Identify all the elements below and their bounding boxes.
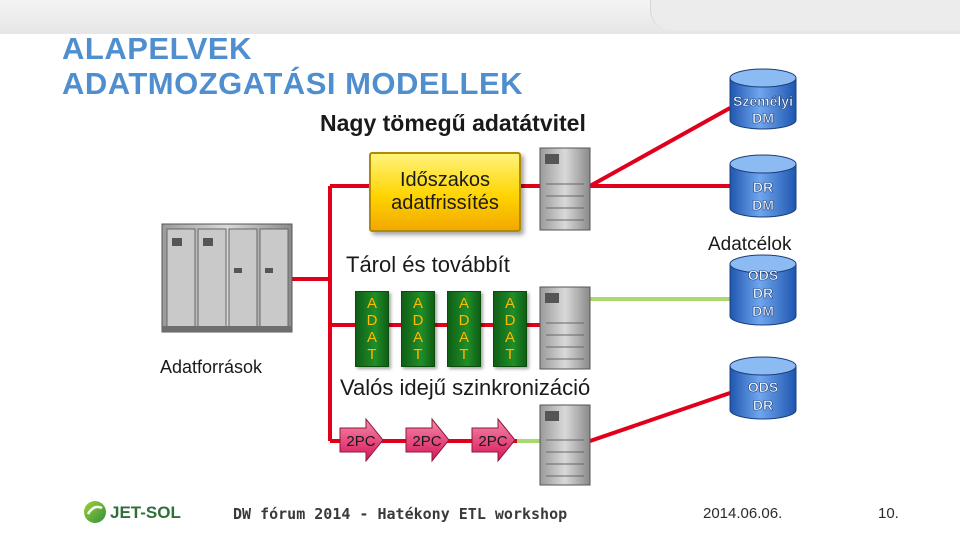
adat-letter: T [367, 346, 377, 363]
adat-block: A D A T [493, 291, 527, 367]
diagram-subtitle: Nagy tömegű adatátvitel [320, 110, 586, 136]
server-icon-store-forward [539, 286, 591, 370]
adat-letter: D [504, 312, 516, 329]
title-line-1: ALAPELVEK [62, 31, 252, 66]
periodic-label-line-2: adatfrissítés [391, 192, 499, 214]
target-label: DR [753, 285, 773, 301]
adat-block: A D A T [355, 291, 389, 367]
target-link-ods-dr [589, 391, 731, 443]
server-icon-realtime [539, 404, 591, 486]
adat-letter: T [413, 346, 423, 363]
adat-letter: T [505, 346, 515, 363]
target-label: Személyi [733, 93, 793, 109]
database-icon-dr-dm: DR DM [729, 154, 797, 218]
database-icon-ods-dr-dm: ODS DR DM [729, 254, 797, 326]
periodic-refresh-box: Időszakos adatfrissítés [369, 152, 521, 232]
database-icon-personal-dm: Személyi DM [729, 68, 797, 130]
target-link-personal [589, 106, 731, 188]
footer-page-number: 10. [878, 505, 899, 522]
adat-letter: A [504, 295, 515, 312]
source-server-icon [161, 223, 293, 333]
adat-block: A D A T [447, 291, 481, 367]
sources-label: Adatforrások [160, 357, 263, 377]
adat-letter: A [412, 329, 423, 346]
twopc-arrow: 2PC [339, 417, 384, 463]
targets-label: Adatcélok [708, 234, 792, 255]
jet-sol-logo [84, 501, 106, 523]
adat-letter: T [459, 346, 469, 363]
store-forward-label: Tárol és továbbít [346, 252, 510, 277]
green-connectors [517, 297, 730, 443]
adat-block: A D A T [401, 291, 435, 367]
twopc-arrow: 2PC [405, 417, 450, 463]
top-banner-tab [650, 0, 960, 30]
target-label: DM [752, 303, 774, 319]
realtime-sync-label: Valós idejű szinkronizáció [340, 375, 591, 400]
target-label: DM [752, 197, 774, 213]
adat-letter: A [504, 329, 515, 346]
title-line-2: ADATMOZGATÁSI MODELLEK [62, 66, 524, 101]
adat-letter: D [458, 312, 470, 329]
twopc-arrow: 2PC [471, 417, 516, 463]
target-label: ODS [748, 379, 778, 395]
footer-date: 2014.06.06. [703, 505, 783, 522]
adat-letter: D [366, 312, 378, 329]
target-label: DR [753, 179, 773, 195]
twopc-label: 2PC [346, 433, 375, 450]
adat-letter: A [412, 295, 423, 312]
footer-logo-text: JET-SOL [110, 503, 181, 522]
twopc-label: 2PC [478, 433, 507, 450]
adat-letter: A [458, 329, 469, 346]
target-label: DR [753, 397, 773, 413]
twopc-label: 2PC [412, 433, 441, 450]
target-label: DM [752, 110, 774, 126]
footer-event: DW fórum 2014 - Hatékony ETL workshop [233, 505, 568, 523]
adat-letter: A [366, 329, 377, 346]
periodic-label-line-1: Időszakos [399, 169, 491, 191]
adat-letter: D [412, 312, 424, 329]
adat-letter: A [366, 295, 377, 312]
server-icon-periodic [539, 147, 591, 231]
target-label: ODS [748, 267, 778, 283]
adat-letter: A [458, 295, 469, 312]
database-icon-ods-dr: ODS DR [729, 356, 797, 420]
